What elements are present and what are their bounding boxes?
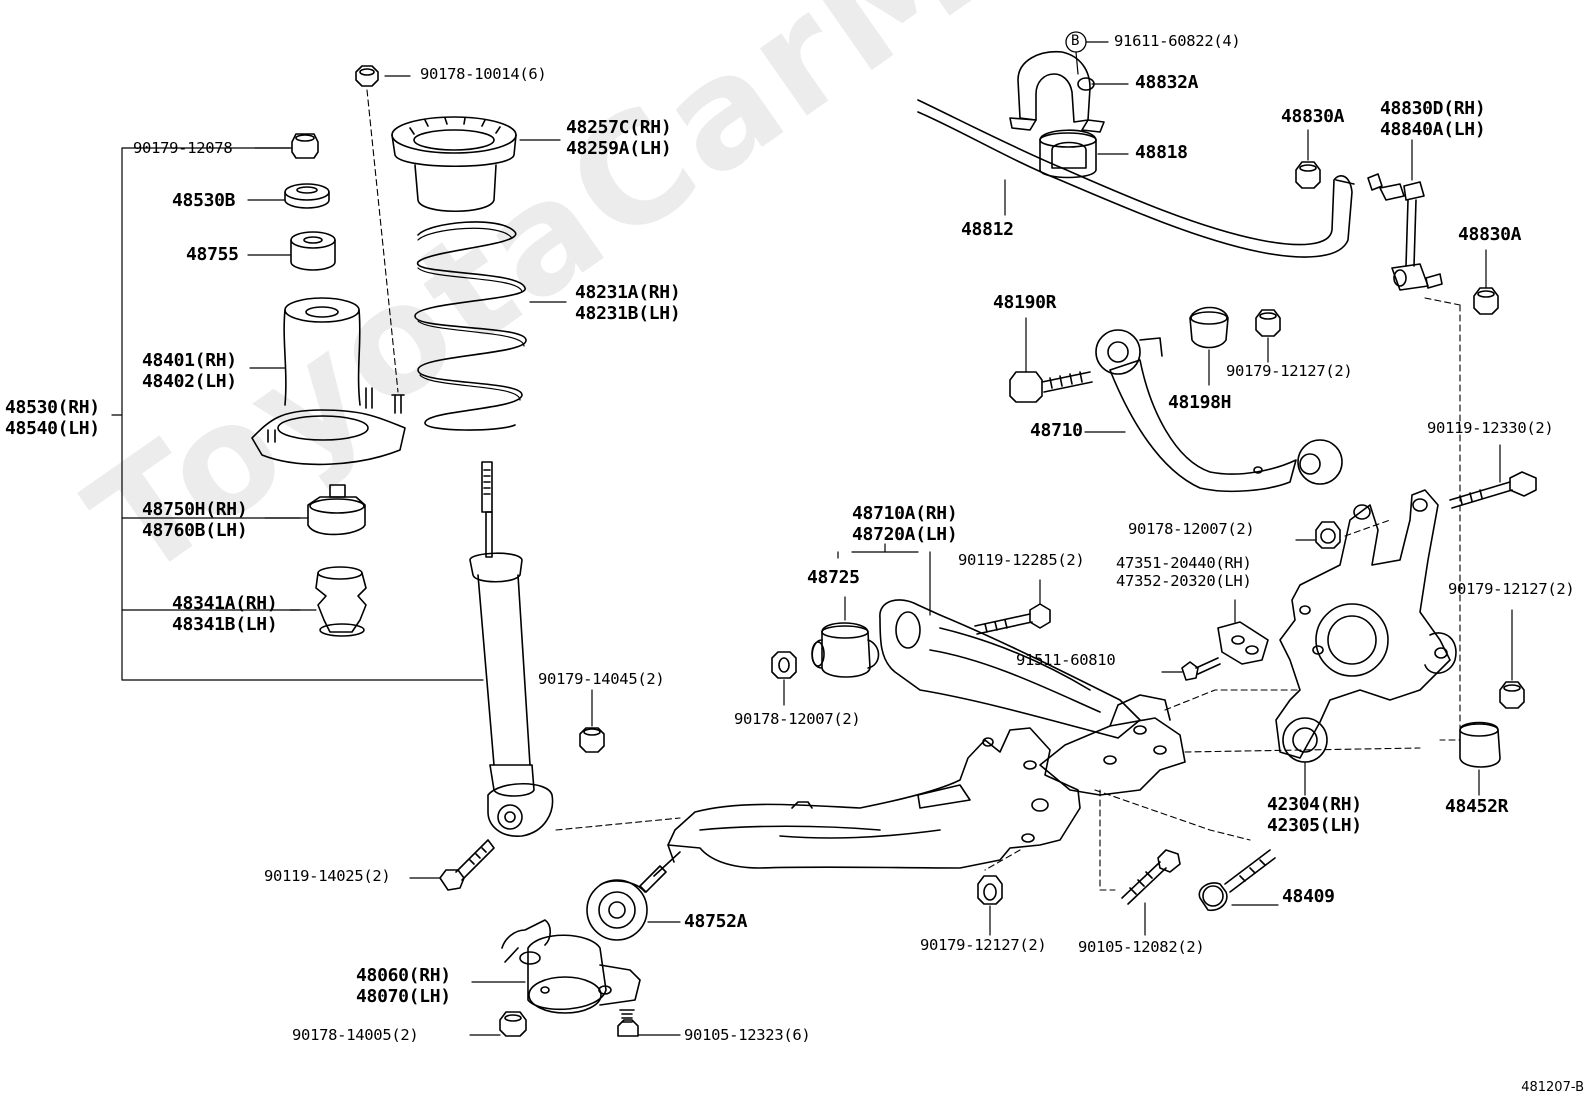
nut-90178-12007-left [771, 651, 797, 679]
nut-90178-14005 [499, 1011, 527, 1037]
bolt-90105-12082 [1121, 849, 1181, 905]
label-48752A[interactable]: 48752A [684, 911, 748, 932]
knuckle-42304 [1275, 489, 1457, 759]
nut-48830A-right [1473, 287, 1499, 315]
bolt-90105-12323 [617, 1009, 639, 1037]
label-48710[interactable]: 48710 [1030, 420, 1083, 441]
label-90179-12127-upper[interactable]: 90179-12127(2) [1226, 362, 1353, 380]
bushing-48755 [290, 231, 336, 271]
label-48530B[interactable]: 48530B [172, 190, 236, 211]
cap-48198H [1189, 306, 1229, 349]
upper-support-48401 [251, 297, 406, 466]
nut-90179-12078 [291, 133, 319, 159]
label-90179-14045[interactable]: 90179-14045(2) [538, 670, 665, 688]
nut-90178-12007-right [1315, 521, 1341, 549]
label-48198H[interactable]: 48198H [1168, 392, 1232, 413]
spring-seat-48257C [391, 116, 517, 212]
bolt-90119-12285 [974, 603, 1051, 635]
label-48190R[interactable]: 48190R [993, 292, 1057, 313]
nut-90179-14045 [579, 727, 605, 753]
label-90105-12082[interactable]: 90105-12082(2) [1078, 938, 1205, 956]
label-47351[interactable]: 47351-20440(RH) 47352-20320(LH) [1116, 554, 1252, 590]
label-48231A[interactable]: 48231A(RH) 48231B(LH) [575, 282, 681, 324]
stabilizer-link-48830D [1367, 173, 1443, 291]
label-48341A[interactable]: 48341A(RH) 48341B(LH) [172, 593, 278, 635]
nut-90178-10014 [355, 65, 379, 87]
label-48725[interactable]: 48725 [807, 567, 860, 588]
label-48818[interactable]: 48818 [1135, 142, 1188, 163]
label-48401[interactable]: 48401(RH) 48402(LH) [142, 350, 237, 392]
label-90119-14025[interactable]: 90119-14025(2) [264, 867, 391, 885]
nut-90179-12127-upper [1255, 309, 1281, 337]
label-91611-60822[interactable]: 91611-60822(4) [1114, 32, 1241, 50]
trailing-arm [639, 727, 1081, 893]
label-42304[interactable]: 42304(RH) 42305(LH) [1267, 794, 1362, 836]
bushing-48060 [501, 919, 641, 1014]
label-48830A-right[interactable]: 48830A [1458, 224, 1522, 245]
figure-code: 481207-B [1521, 1080, 1584, 1095]
label-48832A[interactable]: 48832A [1135, 72, 1199, 93]
bolt-90119-14025 [439, 839, 495, 891]
bushing-48818 [1039, 129, 1097, 179]
bushing-48725 [811, 622, 880, 678]
label-48830D[interactable]: 48830D(RH) 48840A(LH) [1380, 98, 1486, 140]
bolt-91511-60810 [1181, 657, 1221, 681]
label-48755[interactable]: 48755 [186, 244, 239, 265]
bushing-42304 [1282, 717, 1328, 763]
badge-b: B [1071, 33, 1080, 49]
label-90179-12127-right[interactable]: 90179-12127(2) [1448, 580, 1575, 598]
bushing-48452R [1459, 721, 1501, 768]
bolt-48409 [1198, 849, 1276, 912]
bushing-48752A [586, 879, 648, 941]
label-91511-60810[interactable]: 91511-60810 [1016, 651, 1116, 669]
label-48452R[interactable]: 48452R [1445, 796, 1509, 817]
label-90179-12127-bottom[interactable]: 90179-12127(2) [920, 936, 1047, 954]
label-48409[interactable]: 48409 [1282, 886, 1335, 907]
label-48257C[interactable]: 48257C(RH) 48259A(LH) [566, 117, 672, 159]
bracket-48530 [121, 147, 484, 681]
stabilizer-bar-48812 [917, 99, 1355, 258]
bolt-90119-12330 [1449, 471, 1537, 509]
label-48530[interactable]: 48530(RH) 48540(LH) [5, 397, 100, 439]
nut-90179-12127-right [1499, 681, 1525, 709]
label-48060[interactable]: 48060(RH) 48070(LH) [356, 965, 451, 1007]
label-90178-12007-right[interactable]: 90178-12007(2) [1128, 520, 1255, 538]
bracket-48832A [1009, 50, 1105, 133]
label-90178-10014[interactable]: 90178-10014(6) [420, 65, 547, 83]
nut-90179-12127-bottom [977, 875, 1003, 905]
label-48710A[interactable]: 48710A(RH) 48720A(LH) [852, 503, 958, 545]
bracket-47351 [1217, 621, 1269, 665]
nut-48830A-top [1295, 161, 1321, 189]
label-48812[interactable]: 48812 [961, 219, 1014, 240]
label-90178-12007-left[interactable]: 90178-12007(2) [734, 710, 861, 728]
center-bracket [1039, 694, 1186, 796]
label-48750H[interactable]: 48750H(RH) 48760B(LH) [142, 499, 248, 541]
bolt-48190R [1009, 371, 1093, 403]
label-90105-12323[interactable]: 90105-12323(6) [684, 1026, 811, 1044]
coil-spring-48231A [414, 221, 527, 431]
label-90119-12285[interactable]: 90119-12285(2) [958, 551, 1085, 569]
upper-arm-48710 [1095, 329, 1343, 493]
lower-arm-48710A [879, 599, 1141, 739]
label-90178-14005[interactable]: 90178-14005(2) [292, 1026, 419, 1044]
label-90179-12078[interactable]: 90179-12078 [133, 139, 233, 157]
label-48830A-top[interactable]: 48830A [1281, 106, 1345, 127]
washer-48530B [284, 183, 330, 209]
bump-stopper-48750H [307, 484, 366, 536]
dust-boot-48341A [315, 566, 367, 637]
shock-absorber [469, 461, 554, 837]
label-90119-12330[interactable]: 90119-12330(2) [1427, 419, 1554, 437]
